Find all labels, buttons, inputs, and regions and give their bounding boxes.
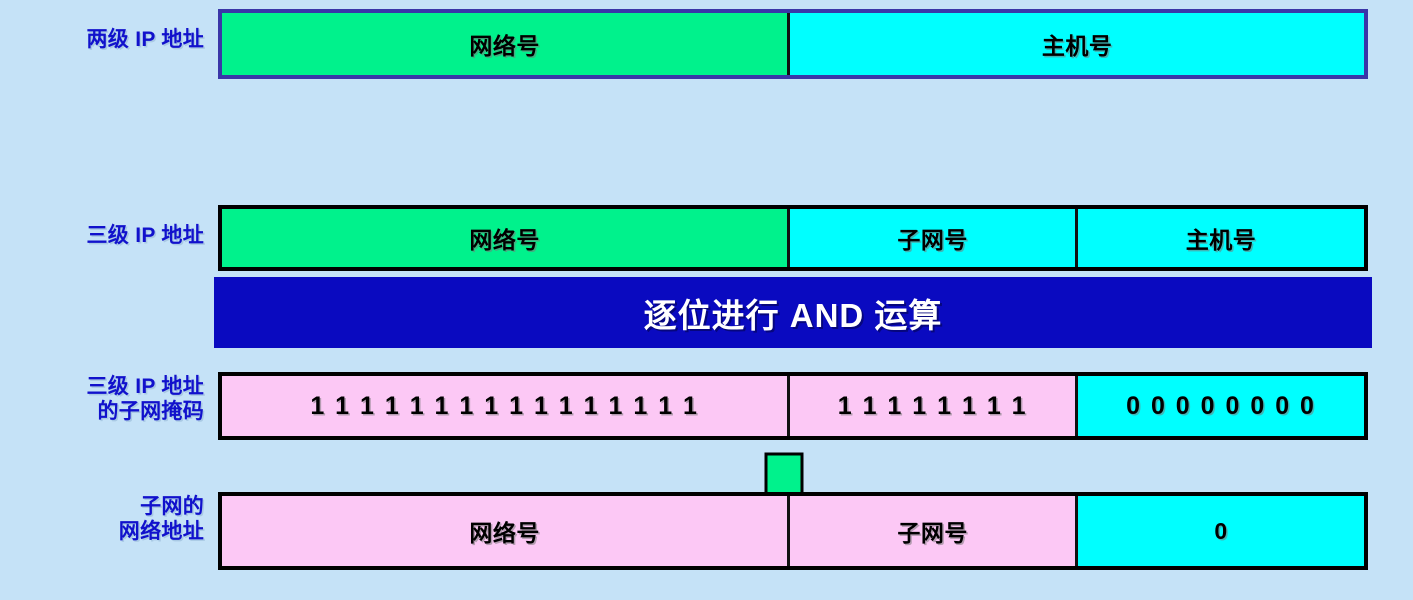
label-subnet-network-address: 子网的 网络地址 xyxy=(118,495,204,543)
subnet-mask-network-cell: 1 1 1 1 1 1 1 1 1 1 1 1 1 1 1 1 xyxy=(222,376,788,436)
subnet-address-network-label: 网络号 xyxy=(469,520,540,546)
three-level-subnet-cell: 子网号 xyxy=(787,209,1076,267)
three-level-host-cell: 主机号 xyxy=(1075,209,1364,267)
subnet-mask-subnet-cell: 1 1 1 1 1 1 1 1 xyxy=(787,376,1076,436)
three-level-network-cell: 网络号 xyxy=(222,209,788,267)
subnet-mask-host-bits: 0 0 0 0 0 0 0 0 xyxy=(1126,391,1316,420)
three-level-host-label: 主机号 xyxy=(1185,227,1257,253)
and-operation-text: 逐位进行 AND 运算 xyxy=(643,296,943,334)
subnet-mask-network-bits: 1 1 1 1 1 1 1 1 1 1 1 1 1 1 1 1 xyxy=(310,391,699,420)
subnet-mask-subnet-bits: 1 1 1 1 1 1 1 1 xyxy=(837,391,1028,420)
subnet-mask-host-cell: 0 0 0 0 0 0 0 0 xyxy=(1075,376,1364,436)
subnet-network-address-bar: 网络号 子网号 0 xyxy=(218,492,1368,570)
subnet-address-network-cell: 网络号 xyxy=(222,496,788,566)
and-operation-band: 逐位进行 AND 运算 xyxy=(214,277,1372,348)
two-level-network-label: 网络号 xyxy=(469,33,540,59)
two-level-host-label: 主机号 xyxy=(1041,33,1113,59)
subnet-mask-bar: 1 1 1 1 1 1 1 1 1 1 1 1 1 1 1 1 1 1 1 1 … xyxy=(218,372,1368,440)
two-level-network-cell: 网络号 xyxy=(222,13,788,75)
three-level-network-label: 网络号 xyxy=(469,227,540,253)
subnet-address-subnet-cell: 子网号 xyxy=(787,496,1076,566)
two-level-ip-address-bar: 网络号 主机号 xyxy=(218,9,1368,79)
three-level-subnet-label: 子网号 xyxy=(897,227,968,253)
subnet-address-host-label: 0 xyxy=(1214,517,1228,544)
label-subnet-mask: 三级 IP 地址 的子网掩码 xyxy=(86,375,204,423)
subnet-address-subnet-label: 子网号 xyxy=(897,520,968,546)
subnet-address-host-cell: 0 xyxy=(1075,496,1364,566)
label-three-level-ip-address: 三级 IP 地址 xyxy=(86,224,204,247)
label-two-level-ip-address: 两级 IP 地址 xyxy=(86,28,204,51)
three-level-ip-address-bar: 网络号 子网号 主机号 xyxy=(218,205,1368,271)
two-level-host-cell: 主机号 xyxy=(787,13,1364,75)
